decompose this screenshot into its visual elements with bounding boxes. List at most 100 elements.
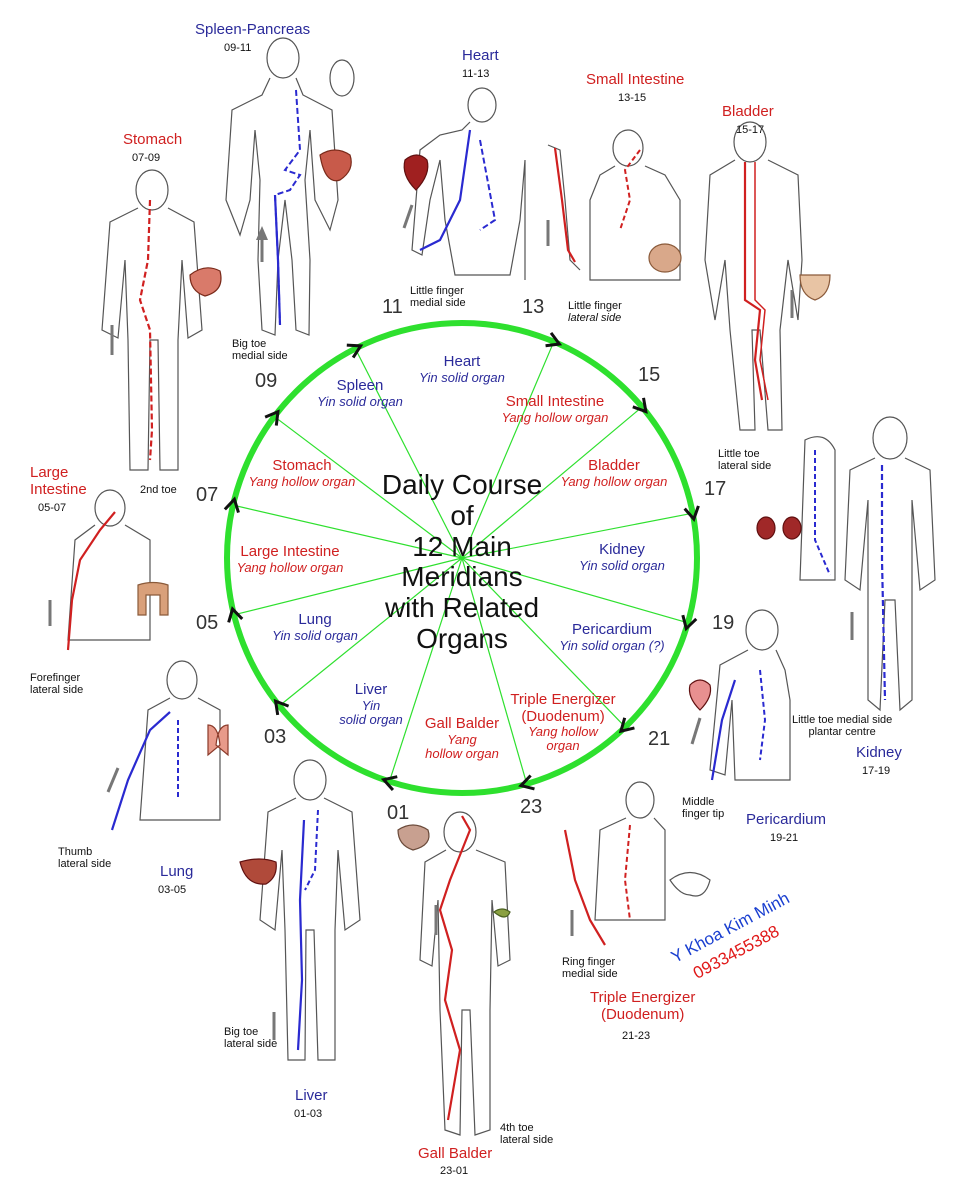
clock-arrowhead <box>545 331 563 348</box>
segment-name: Large Intestine <box>240 543 340 560</box>
clock-spoke <box>232 504 463 559</box>
segment-stomach: Stomach Yang hollow organ <box>240 457 364 489</box>
clock-circle <box>224 320 700 796</box>
large-intestine-figure <box>48 489 169 651</box>
figure-note: Little toe lateral side <box>718 448 771 472</box>
triple-energizer-figure <box>563 781 711 946</box>
clock-spoke <box>461 512 693 559</box>
figure-note-line: medial side <box>410 297 466 310</box>
clock-arrowhead <box>223 496 240 514</box>
clock-arrowhead <box>264 409 280 426</box>
segment-name: Lung <box>298 611 332 628</box>
segment-type: Yang hollow organ <box>501 409 609 425</box>
figure-note-line: plantar centre <box>808 726 876 739</box>
center-title-line: with Related <box>384 592 540 624</box>
center-title-line: Daily Course <box>381 469 543 500</box>
segment-name: Gall Balder <box>424 715 500 732</box>
clock-arrowhead <box>681 614 698 632</box>
segment-type: Yin <box>361 697 381 713</box>
kidney-figure <box>756 416 936 712</box>
figure-time-label: 05-07 <box>38 502 67 514</box>
figure-organ-label: Spleen-Pancreas <box>195 21 311 38</box>
pericardium-figure <box>688 609 791 781</box>
hour-label: 23 <box>520 796 543 818</box>
segment-type: Yang hollow organ <box>248 473 356 489</box>
figure-note-line: Big toe <box>224 1026 259 1038</box>
segment-type: Yin solid organ <box>272 627 358 643</box>
segment-type: Yin solid organ <box>317 393 403 409</box>
figure-time-label: 23-01 <box>440 1165 469 1177</box>
segment-name: Pericardium <box>571 621 653 638</box>
spleen-pancreas-figure <box>225 37 355 336</box>
clock-spoke <box>273 416 463 559</box>
figure-note: Big toe medial side <box>232 338 288 362</box>
figure-note-line: Little toe medial side <box>792 714 893 726</box>
figure-organ-label: Bladder <box>722 103 774 120</box>
figure-note-line: Big toe <box>232 338 267 350</box>
clock-spoke <box>388 557 463 782</box>
figure-time-label: 13-15 <box>618 92 647 104</box>
hour-label: 15 <box>638 364 661 386</box>
figure-time-label: 07-09 <box>132 152 161 164</box>
segment-type: Yang hollow organ <box>236 559 344 575</box>
hour-label: 11 <box>382 296 403 318</box>
segment-name: Heart <box>443 353 481 370</box>
segment-name: Triple Energizer <box>510 691 616 708</box>
clock-arrowhead <box>632 397 648 414</box>
clock-arrowhead <box>618 717 635 734</box>
clock-arrowheads <box>223 331 700 792</box>
hour-label: 21 <box>648 728 671 750</box>
segment-type: Yang hollow <box>528 724 598 739</box>
figure-note-line: lateral side <box>30 684 84 697</box>
figure-organ-line: (Duodenum) <box>600 1005 685 1023</box>
figure-note: Middle finger tip <box>682 796 724 820</box>
figure-note: Big toe lateral side <box>224 1026 277 1050</box>
segment-type-line2: organ <box>546 738 580 754</box>
figure-organ-label: Liver <box>295 1087 328 1104</box>
figure-note-line: lateral side <box>224 1038 278 1051</box>
clock-spoke <box>278 557 463 707</box>
figure-organ-label: Kidney <box>856 744 902 761</box>
figure-note-line: 4th toe <box>500 1122 534 1134</box>
clock-spoke <box>461 557 689 624</box>
figure-note-line: Ring finger <box>562 956 616 968</box>
figure-time-label: 03-05 <box>158 884 187 896</box>
lung-figure <box>106 660 229 831</box>
clock-spoke <box>461 406 643 559</box>
segment-type: Yin solid organ <box>419 369 505 385</box>
figure-note: Ring finger medial side <box>562 956 618 980</box>
clock-arrowhead <box>346 343 364 359</box>
heart-figure <box>402 87 526 280</box>
segment-type-line2: hollow organ <box>425 745 499 761</box>
figure-organ-label: Large Intestine <box>30 464 87 498</box>
figure-organ-label: Stomach <box>123 131 183 148</box>
hour-label: 01 <box>387 802 410 824</box>
segment-lung: Lung Yin solid organ <box>262 611 368 643</box>
stomach-figure <box>101 169 222 471</box>
segment-type: Yang hollow organ <box>560 473 668 489</box>
center-title-line: Organs <box>416 622 508 654</box>
hour-label: 13 <box>522 296 545 318</box>
hour-label: 17 <box>704 478 727 500</box>
segment-kidney: Kidney Yin solid organ <box>570 541 674 573</box>
figure-note-line: Little toe <box>718 448 760 460</box>
hour-label: 05 <box>196 612 219 634</box>
clock-arrowhead <box>227 606 244 623</box>
figure-organ-line: Triple Energizer <box>590 989 696 1006</box>
figure-note-line: lateral side <box>568 312 622 325</box>
figure-note: 2nd toe <box>140 484 177 496</box>
clock-spoke <box>461 557 626 728</box>
figure-note-line: Little finger <box>410 285 464 297</box>
clock-arrowhead <box>518 774 535 791</box>
center-title-line: Meridians <box>401 561 523 593</box>
segment-triple-energizer: Triple Energizer (Duodenum) Yang hollow … <box>496 691 630 754</box>
hour-label: 07 <box>196 484 219 506</box>
clock-spoke <box>461 341 555 559</box>
segment-name: Kidney <box>599 541 645 558</box>
segment-spleen: Spleen Yin solid organ <box>308 377 412 409</box>
segment-small-intestine: Small Intestine Yang hollow organ <box>490 393 620 425</box>
figure-time-label: 21-23 <box>622 1030 651 1042</box>
figure-time-label: 01-03 <box>294 1108 323 1120</box>
hour-label: 19 <box>712 612 735 634</box>
